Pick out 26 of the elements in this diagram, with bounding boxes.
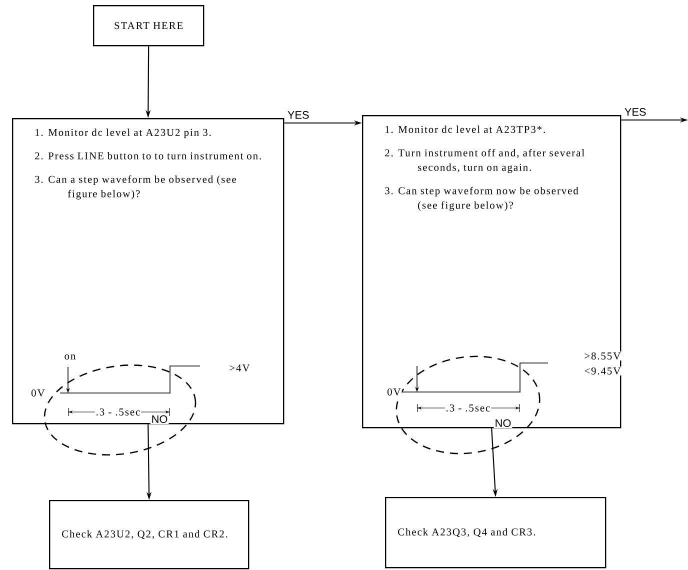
step-text: 3. Can step waveform now be observed (see figure below)? bbox=[385, 186, 578, 211]
waveform-label: .3 - .5sec bbox=[94, 407, 142, 417]
step-text: 1. Monitor dc level at A23U2 pin 3. bbox=[36, 128, 211, 138]
step-box bbox=[12, 118, 284, 424]
waveform-label: <9.45V bbox=[583, 366, 622, 376]
waveform-label: 0V bbox=[30, 388, 46, 398]
edge-label: YES bbox=[286, 110, 310, 120]
waveform-label: >4V bbox=[228, 363, 251, 373]
check-box bbox=[49, 500, 250, 570]
edge-label: YES bbox=[623, 107, 648, 117]
box-text: START HERE bbox=[114, 22, 183, 30]
waveform-label: .3 - .5sec bbox=[444, 403, 492, 413]
edge-label: NO bbox=[150, 414, 169, 424]
step-text: 2. Press LINE button to to turn instrument on. bbox=[35, 152, 261, 160]
waveform-label: >8.55V bbox=[583, 351, 622, 361]
step-text: 3. Can a step waveform be observed (see figure below)? bbox=[35, 175, 236, 200]
box-text: Check A23U2, Q2, CR1 and CR2. bbox=[62, 530, 228, 540]
box-text: Check A23Q3, Q4 and CR3. bbox=[398, 528, 536, 538]
waveform-label: 0V bbox=[386, 387, 402, 397]
step-box bbox=[362, 115, 622, 428]
check-box bbox=[385, 497, 606, 568]
edge-label: NO bbox=[494, 418, 512, 428]
start-box bbox=[93, 5, 204, 46]
step-text: 1. Monitor dc level at A23TP3*. bbox=[386, 126, 545, 133]
waveform-label: on bbox=[63, 353, 77, 360]
step-text: 2. Turn instrument off and, after several seconds, turn on again. bbox=[385, 148, 584, 173]
